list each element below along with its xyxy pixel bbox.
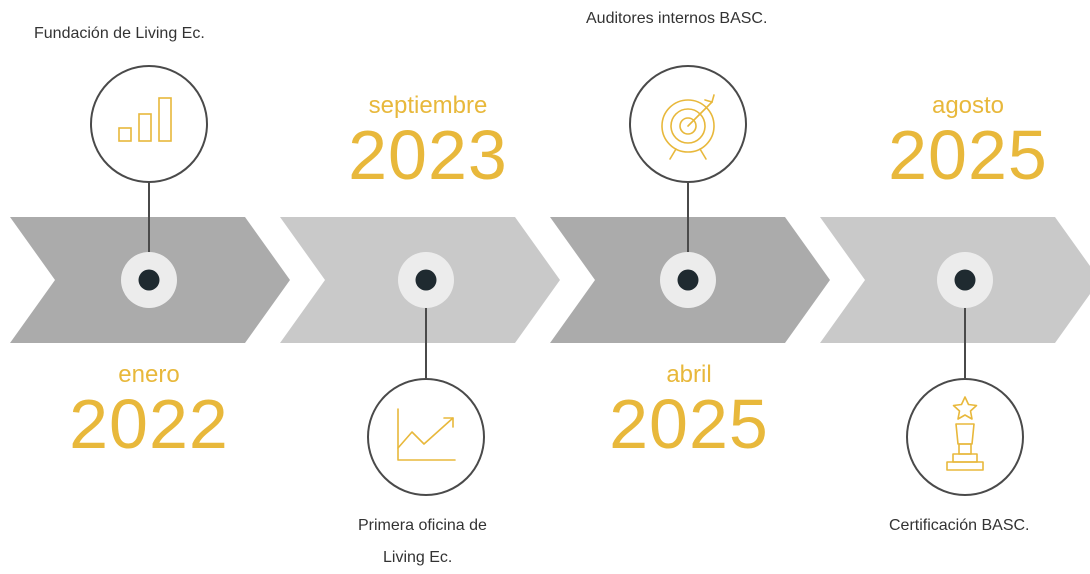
bar-chart-icon [118, 97, 172, 142]
year-label-3: 2025 [609, 385, 769, 463]
caption-line: Certificación BASC. [889, 517, 1030, 534]
caption-line: Auditores internos BASC. [586, 10, 768, 27]
caption-line: Living Ec. [383, 549, 453, 566]
month-label-1: enero [118, 361, 180, 388]
caption-milestone-1: Fundación de Living Ec. [34, 18, 205, 50]
caption-line: Primera oficina de [358, 517, 487, 534]
trophy-icon [946, 396, 984, 471]
timeline-dot-1 [121, 252, 177, 308]
year-label-1: 2022 [69, 385, 229, 463]
year-label-4: 2025 [888, 116, 1048, 194]
month-label-3: abril [666, 361, 712, 388]
caption-milestone-3: Auditores internos BASC. [586, 3, 767, 35]
year-label-2: 2023 [348, 116, 508, 194]
icon-circle-3 [629, 65, 747, 183]
caption-line: Fundación de Living Ec. [34, 25, 205, 42]
month-label-4: agosto [931, 92, 1005, 119]
icon-circle-2 [367, 378, 485, 496]
caption-milestone-2: Primera oficina de Living Ec. [358, 510, 487, 574]
icon-circle-1 [90, 65, 208, 183]
icon-circle-4 [906, 378, 1024, 496]
month-label-2: septiembre [368, 92, 488, 119]
target-icon [661, 94, 715, 160]
caption-milestone-4: Certificación BASC. [889, 510, 1030, 542]
timeline-dot-2 [398, 252, 454, 308]
timeline-dot-4 [937, 252, 993, 308]
trend-line-icon [397, 408, 456, 461]
timeline-dot-3 [660, 252, 716, 308]
